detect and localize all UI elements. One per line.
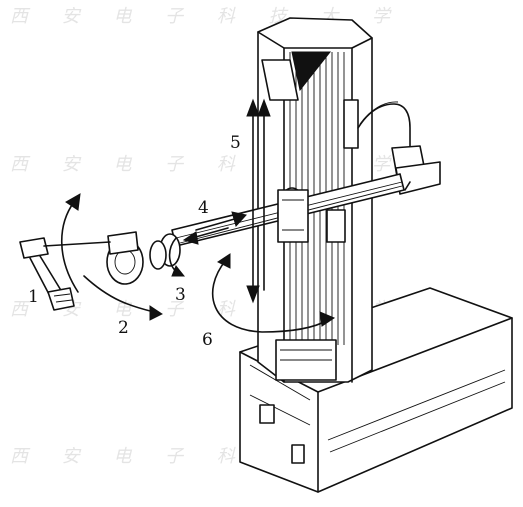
wrist-gripper — [19, 231, 181, 311]
motion-labels: 1 2 3 4 5 6 — [28, 133, 241, 350]
label-5: 5 — [230, 133, 241, 153]
cable-and-counterweight — [357, 101, 441, 195]
label-2: 2 — [118, 318, 129, 338]
label-1: 1 — [28, 287, 39, 307]
motion-arrows — [60, 98, 336, 333]
label-4: 4 — [198, 198, 209, 218]
label-3: 3 — [175, 285, 186, 305]
label-6: 6 — [202, 330, 213, 350]
